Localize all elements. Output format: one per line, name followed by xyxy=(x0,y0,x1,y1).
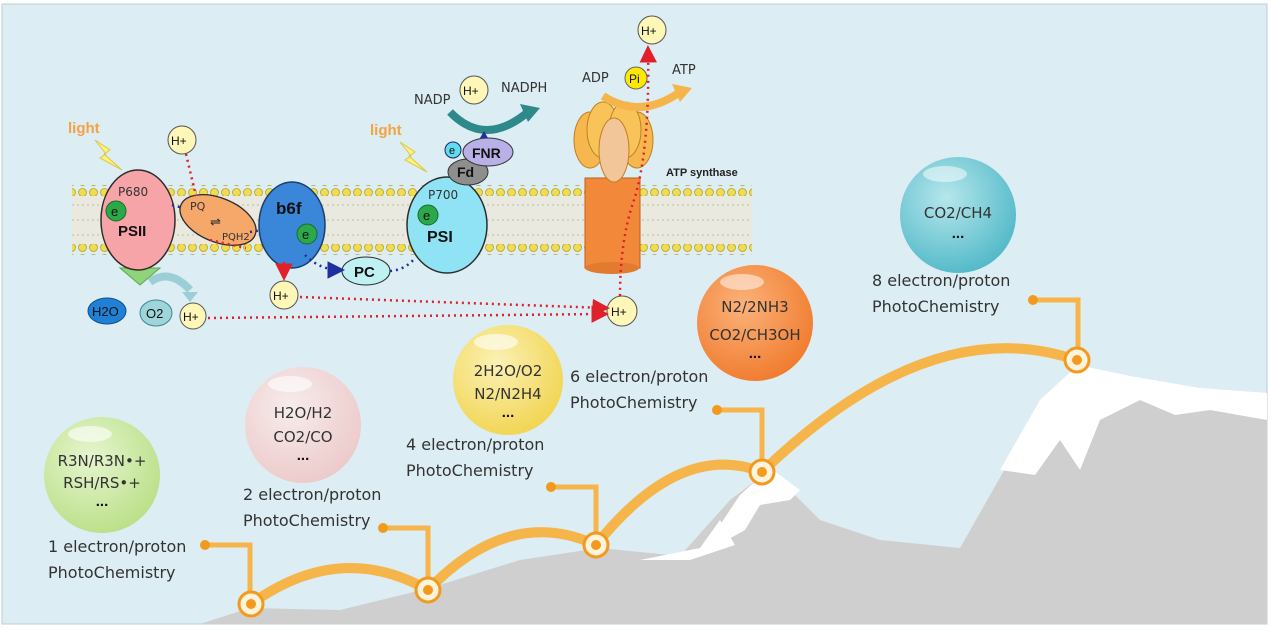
svg-text:H+: H+ xyxy=(183,310,199,324)
water-split-arrow xyxy=(147,272,198,302)
svg-text:Pi: Pi xyxy=(629,72,640,86)
proton-transport-path xyxy=(184,45,657,323)
svg-text:O2: O2 xyxy=(146,306,163,321)
b6f-complex: b6f e xyxy=(258,181,326,269)
pi-badge: Pi xyxy=(624,66,648,90)
lightning-right-icon xyxy=(399,141,428,173)
svg-text:PQ: PQ xyxy=(190,200,206,213)
h-plus-badge-nadp: H+ xyxy=(459,75,489,105)
atp-arrow xyxy=(600,84,692,111)
pc-protein: PC xyxy=(341,256,391,286)
svg-text:⇌: ⇌ xyxy=(210,214,221,229)
h-plus-badge-psii-bottom: H+ xyxy=(179,302,207,330)
bubble-step-1: R3N/R3N•+ RSH/RS•+ ... xyxy=(44,417,160,533)
psii-pigment: P680 xyxy=(118,185,148,199)
svg-text:8 electron/proton: 8 electron/proton xyxy=(872,271,1010,290)
bubble-2-line-3: ... xyxy=(297,447,310,464)
svg-text:H+: H+ xyxy=(641,24,657,38)
h-plus-badge-b6f: H+ xyxy=(269,280,299,310)
svg-text:PC: PC xyxy=(354,264,375,281)
svg-text:H2O: H2O xyxy=(92,304,119,319)
svg-text:Fd: Fd xyxy=(457,164,474,180)
psii-complex: P680 e PSII xyxy=(100,169,176,286)
caption-step-4: 6 electron/proton PhotoChemistry xyxy=(570,367,708,412)
bubble-2-line-2: CO2/CO xyxy=(273,428,332,446)
svg-text:PSI: PSI xyxy=(427,229,453,246)
nadph-label: NADPH xyxy=(501,81,547,96)
bubble-step-3: 2H2O/O2 N2/N2H4 ... xyxy=(453,325,563,435)
svg-text:PhotoChemistry: PhotoChemistry xyxy=(570,393,697,412)
svg-text:PhotoChemistry: PhotoChemistry xyxy=(243,511,370,530)
fnr-protein: FNR e xyxy=(444,137,514,167)
light-label-right: light xyxy=(370,122,402,139)
bubble-5-line-2: ... xyxy=(952,225,965,242)
h2o-badge: H2O xyxy=(87,297,127,325)
bubble-1-line-1: R3N/R3N•+ xyxy=(58,452,147,470)
svg-text:P700: P700 xyxy=(428,188,458,202)
bubble-3-line-2: N2/N2H4 xyxy=(474,385,541,403)
svg-text:H+: H+ xyxy=(611,305,627,319)
caption-step-2: 2 electron/proton PhotoChemistry xyxy=(243,485,381,530)
electron-transport-path xyxy=(171,203,416,279)
bubble-step-2: H2O/H2 CO2/CO ... xyxy=(245,367,361,483)
h-plus-badge-psii-top: H+ xyxy=(167,125,197,155)
bubble-1-line-3: ... xyxy=(96,493,109,510)
nadp-label: NADP xyxy=(414,93,451,108)
atp-synthase xyxy=(573,101,654,274)
svg-text:PhotoChemistry: PhotoChemistry xyxy=(872,297,999,316)
fd-protein: Fd xyxy=(447,158,489,186)
bubble-4-line-3: ... xyxy=(749,345,762,362)
svg-text:6 electron/proton: 6 electron/proton xyxy=(570,367,708,386)
svg-text:1 electron/proton: 1 electron/proton xyxy=(48,537,186,556)
staircase-nodes xyxy=(200,295,1091,618)
psii-electron: e xyxy=(111,204,118,219)
atp-synthase-label: ATP synthase xyxy=(666,167,738,179)
mountain-range xyxy=(200,365,1267,624)
bubble-2-line-1: H2O/H2 xyxy=(274,404,333,422)
light-label-left: light xyxy=(68,120,100,137)
bubble-5-line-1: CO2/CH4 xyxy=(924,204,992,222)
svg-text:PhotoChemistry: PhotoChemistry xyxy=(48,563,175,582)
svg-text:PQH2: PQH2 xyxy=(222,232,250,243)
svg-text:2 electron/proton: 2 electron/proton xyxy=(243,485,381,504)
bubble-4-line-2: CO2/CH3OH xyxy=(709,326,800,344)
bubble-1-line-2: RSH/RS•+ xyxy=(63,474,141,492)
atp-label: ATP xyxy=(672,63,696,78)
svg-text:H+: H+ xyxy=(171,134,187,148)
bubble-3-line-1: 2H2O/O2 xyxy=(474,362,543,380)
adp-label: ADP xyxy=(582,71,609,86)
svg-text:e: e xyxy=(302,227,309,242)
psii-label: PSII xyxy=(118,223,146,240)
nadp-arrow xyxy=(447,104,540,138)
caption-step-1: 1 electron/proton PhotoChemistry xyxy=(48,537,186,582)
staircase-path xyxy=(202,297,1081,609)
svg-text:4 electron/proton: 4 electron/proton xyxy=(406,435,544,454)
psi-complex: P700 e PSI xyxy=(406,176,488,274)
caption-step-3: 4 electron/proton PhotoChemistry xyxy=(406,435,544,480)
bubble-step-4: N2/2NH3 CO2/CH3OH ... xyxy=(697,265,813,381)
h-plus-badge-atp-top: H+ xyxy=(637,15,667,45)
svg-text:H+: H+ xyxy=(463,84,479,98)
o2-badge: O2 xyxy=(139,299,173,327)
pq-complex: PQ ⇌ PQH2 xyxy=(179,194,257,246)
bubble-step-5: CO2/CH4 ... xyxy=(900,157,1016,273)
svg-text:H+: H+ xyxy=(273,289,289,303)
svg-text:b6f: b6f xyxy=(276,199,302,218)
lightning-left-icon xyxy=(94,139,123,171)
bubble-3-line-3: ... xyxy=(502,404,515,421)
caption-step-5: 8 electron/proton PhotoChemistry xyxy=(872,271,1010,316)
svg-text:e: e xyxy=(423,208,430,223)
h-plus-badge-lumen: H+ xyxy=(606,295,638,327)
svg-text:PhotoChemistry: PhotoChemistry xyxy=(406,461,533,480)
bubble-4-line-1: N2/2NH3 xyxy=(721,298,788,316)
svg-text:e: e xyxy=(449,145,455,157)
svg-text:FNR: FNR xyxy=(472,145,501,161)
